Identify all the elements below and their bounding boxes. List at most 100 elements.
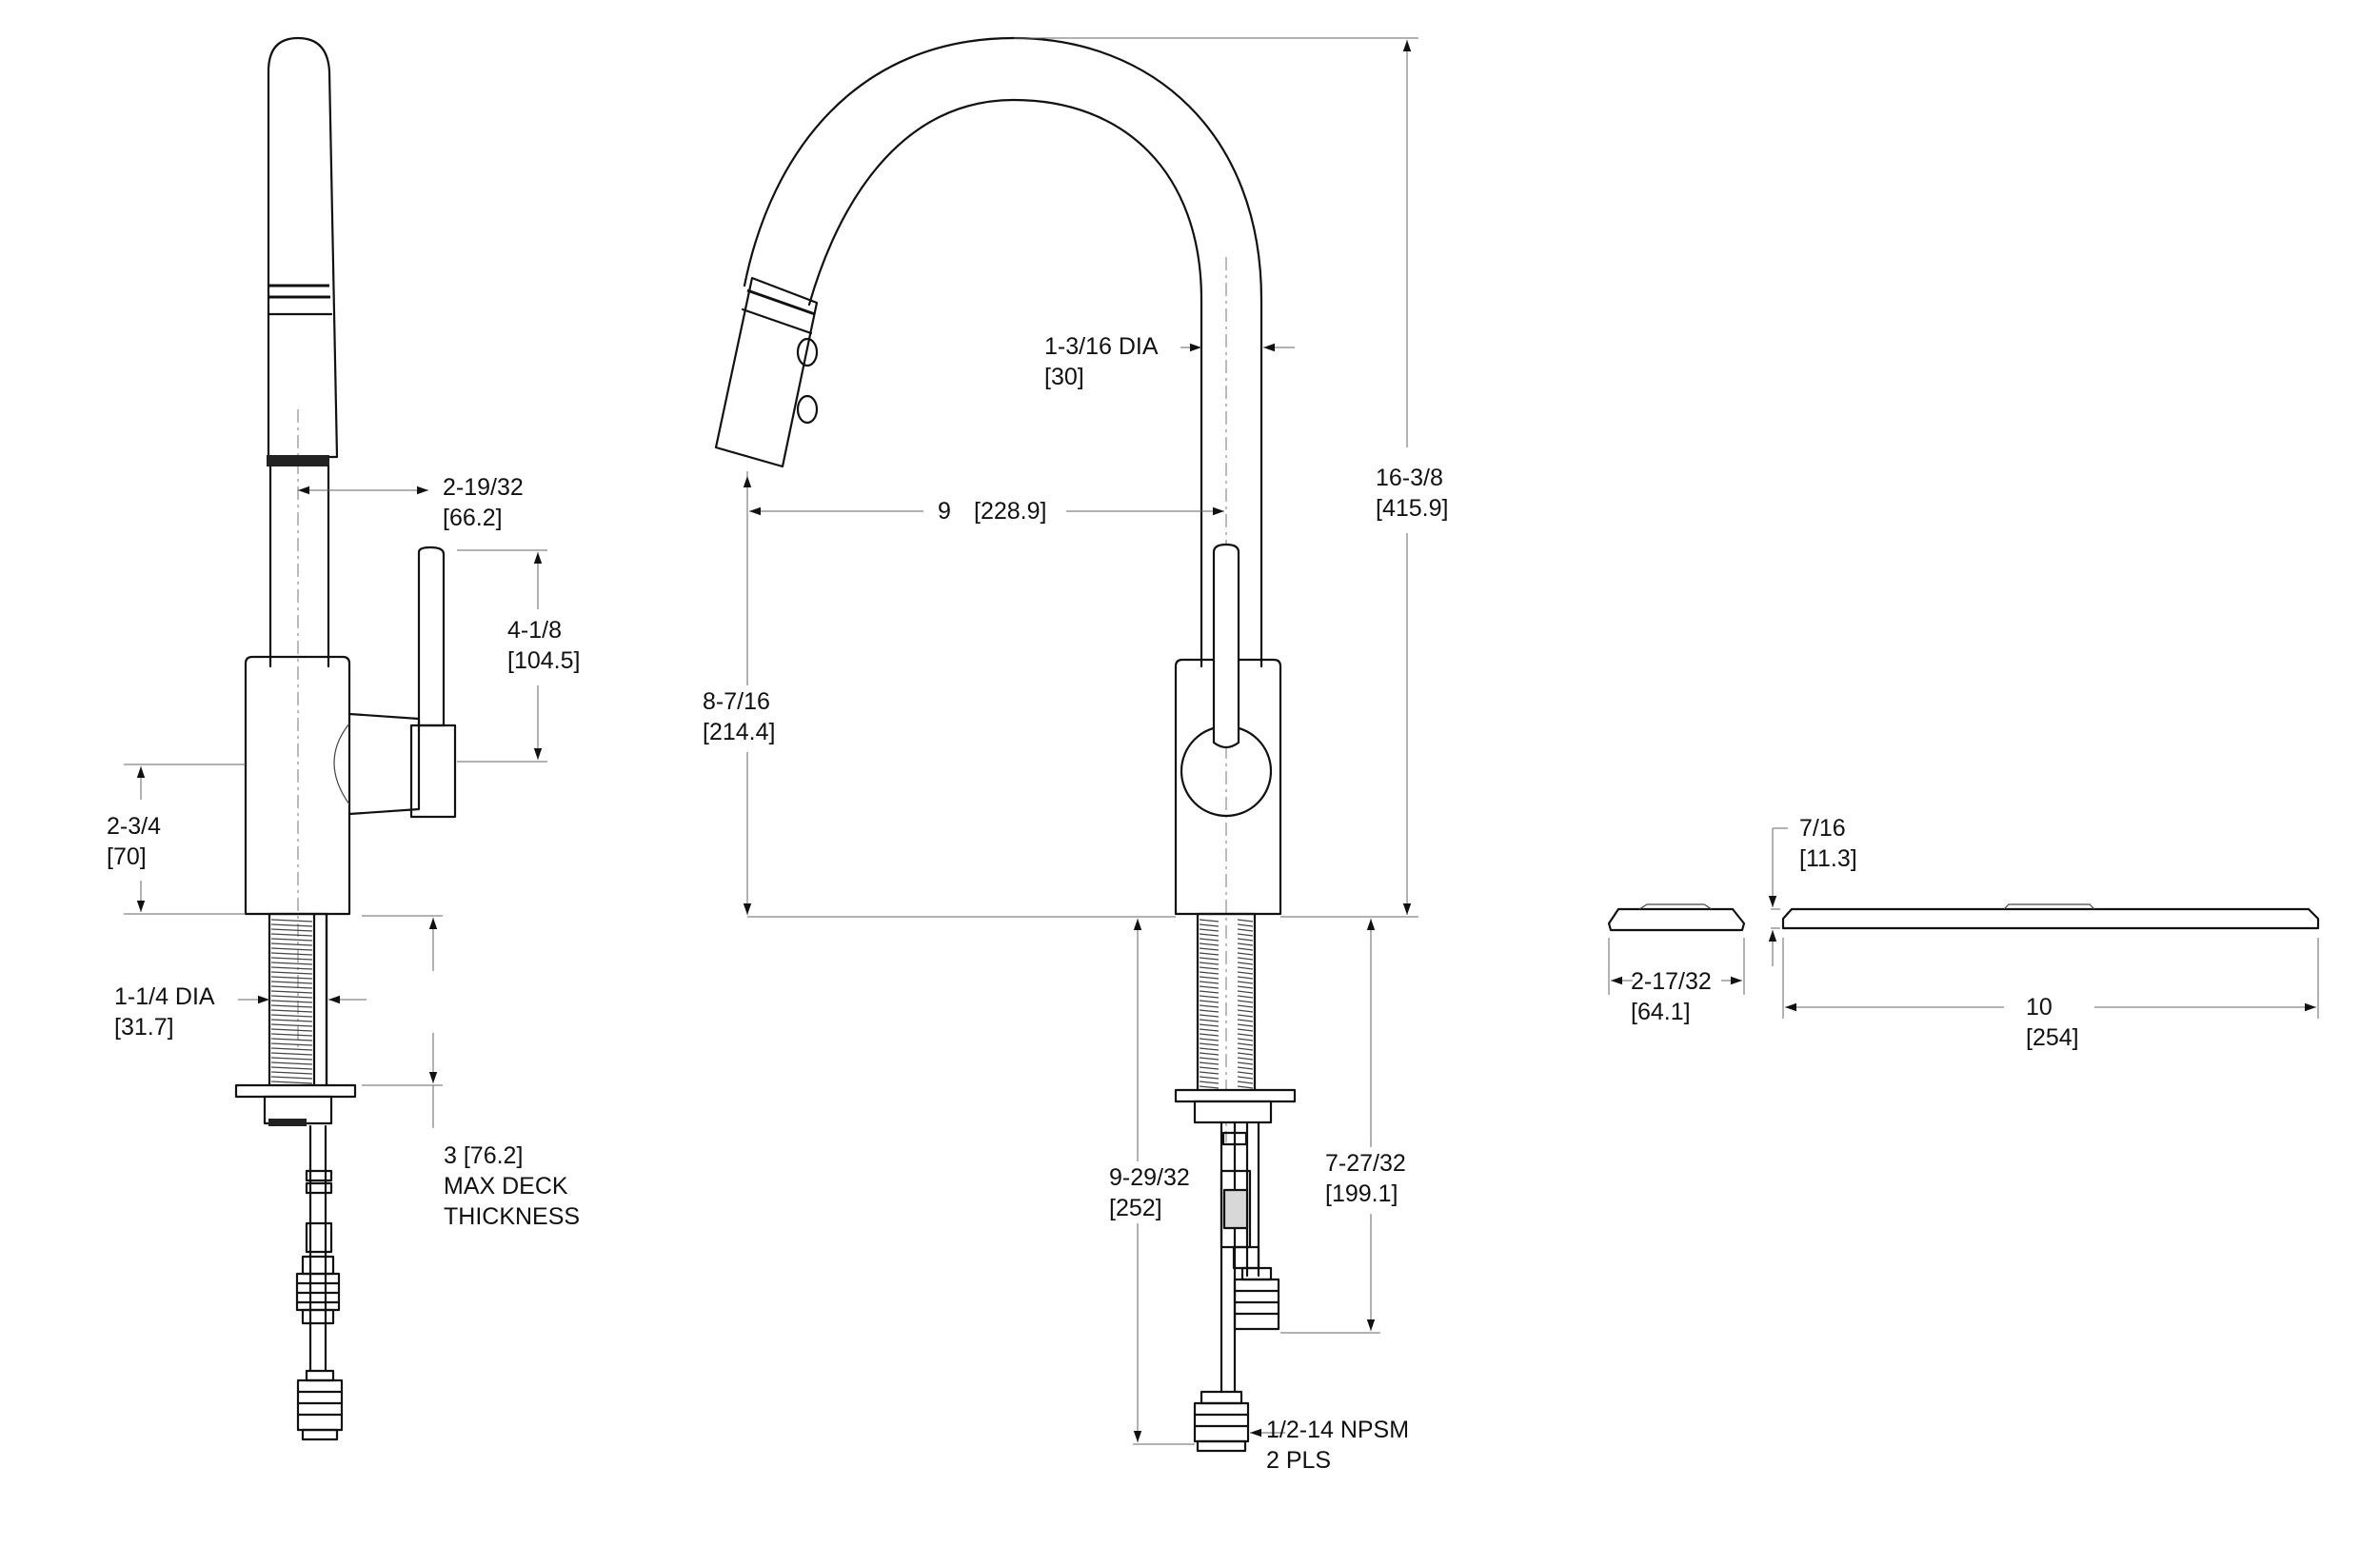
dim-supply-length: 7-27/32 [199.1]: [1280, 919, 1406, 1334]
thread-line: [1199, 1038, 1220, 1041]
front-quick-connect-bottom: [1193, 1390, 1250, 1453]
thread-line: [1237, 952, 1254, 956]
thread-line: [1199, 1028, 1220, 1032]
thread-line: [270, 1000, 313, 1003]
thread-line: [1199, 947, 1220, 951]
spout-dia-metric: [30]: [1044, 364, 1084, 390]
thread-line: [270, 976, 313, 980]
thread-line: [1199, 971, 1220, 975]
side-hose-clips: [305, 1169, 333, 1254]
deck-thickness-line1: 3 [76.2]: [444, 1142, 523, 1169]
thread-line: [270, 1052, 313, 1056]
thread-line: [270, 1047, 313, 1051]
side-hose-a: [308, 1124, 327, 1373]
thread-line: [1237, 966, 1254, 970]
thread-line: [1199, 952, 1220, 956]
thread-line: [1237, 981, 1254, 984]
deckplate: [1781, 907, 2320, 930]
thread-line: [270, 1023, 313, 1027]
hose-length-metric: [252]: [1109, 1195, 1162, 1221]
thread-line: [270, 1066, 313, 1070]
escutcheon-view: 2-17/32 [64.1] 7/16 [11.3] 10 [254]: [1607, 815, 2320, 1051]
thread-line: [270, 1071, 313, 1075]
thread-line: [1237, 928, 1254, 932]
thread-line: [1237, 1076, 1254, 1080]
thread-line: [270, 985, 313, 989]
connection-line2: 2 PLS: [1266, 1447, 1331, 1474]
side-quick-connect-upper: [295, 1255, 341, 1325]
thread-line: [1199, 928, 1220, 932]
thread-line: [1237, 971, 1254, 975]
thread-line: [1199, 942, 1220, 946]
thread-line: [270, 933, 313, 937]
thread-line: [1237, 1019, 1254, 1022]
thread-line: [1237, 1028, 1254, 1032]
spray-offset-imperial: 2-19/32: [443, 474, 524, 501]
front-spray-band: [746, 288, 816, 316]
thread-line: [270, 995, 313, 999]
spout-clearance-metric: [214.4]: [703, 719, 775, 745]
front-view: 1-3/16 DIA [30] 9 [228.9] 16-3/8 [415.9]…: [703, 36, 1448, 1474]
dim-overall-height: 16-3/8 [415.9]: [1014, 37, 1448, 918]
thread-line: [1199, 1066, 1220, 1070]
thread-line: [1237, 957, 1254, 961]
thread-line: [1237, 938, 1254, 942]
thread-line: [1199, 976, 1220, 980]
base-dia-imperial: 2-17/32: [1631, 968, 1712, 995]
reach-metric: [228.9]: [974, 498, 1046, 525]
dim-spout-dia: 1-3/16 DIA [30]: [1044, 333, 1295, 390]
thread-line: [1199, 966, 1220, 970]
body-height-metric: [70]: [107, 843, 147, 870]
thread-line: [1199, 919, 1220, 922]
thread-line: [1199, 1042, 1220, 1046]
side-view: 2-19/32 [66.2] 4-1/8 [104.5] 2-3/4 [70] …: [107, 36, 580, 1441]
dim-reach: 9 [228.9]: [746, 471, 1224, 533]
thread-line: [1237, 919, 1254, 922]
thread-line: [1237, 923, 1254, 927]
thread-line: [1237, 1085, 1254, 1089]
thread-line: [1199, 1052, 1220, 1056]
front-hose-secondary: [1245, 1121, 1260, 1278]
thread-line: [1237, 1071, 1254, 1075]
thread-line: [1199, 957, 1220, 961]
spray-offset-metric: [66.2]: [443, 505, 503, 531]
dim-handle-height: 4-1/8 [104.5]: [457, 549, 580, 763]
side-supply-tube: [312, 912, 328, 1092]
front-body: [1174, 658, 1282, 916]
handle-height-imperial: 4-1/8: [507, 617, 562, 644]
hose-length-imperial: 9-29/32: [1109, 1164, 1190, 1191]
thread-line: [270, 990, 313, 994]
supply-length-metric: [199.1]: [1325, 1180, 1398, 1207]
dim-spout-clearance: 8-7/16 [214.4]: [703, 476, 1176, 918]
thread-line: [1237, 962, 1254, 965]
thread-line: [270, 971, 313, 975]
thread-line: [1237, 1047, 1254, 1051]
thread-line: [270, 1038, 313, 1041]
thread-line: [1237, 933, 1254, 937]
spout-clearance-imperial: 8-7/16: [703, 688, 770, 715]
thread-line: [1199, 1057, 1220, 1061]
side-washer: [234, 1083, 357, 1099]
thread-line: [1199, 990, 1220, 994]
side-aerator: [267, 455, 329, 466]
thread-line: [1237, 1004, 1254, 1008]
thread-line: [1199, 985, 1220, 989]
thread-line: [1199, 1061, 1220, 1065]
dim-body-height: 2-3/4 [70]: [107, 764, 246, 915]
thread-line: [1237, 1023, 1254, 1027]
side-handle-lever: [417, 545, 446, 727]
thread-line: [1237, 985, 1254, 989]
thread-line: [1237, 1033, 1254, 1037]
dim-deck-thickness: 3 [76.2] MAX DECK THICKNESS: [362, 915, 580, 1230]
deck-thickness-line3: THICKNESS: [444, 1203, 580, 1230]
thread-line: [1199, 1009, 1220, 1013]
deck-thickness-line2: MAX DECK: [444, 1173, 568, 1200]
overall-height-imperial: 16-3/8: [1376, 465, 1443, 491]
front-washer: [1174, 1088, 1297, 1103]
side-hub-curve: [333, 723, 350, 805]
thread-line: [1199, 995, 1220, 999]
thread-line: [1237, 1009, 1254, 1013]
thread-line: [1199, 1019, 1220, 1022]
escutcheon-base-top: [1638, 903, 1713, 910]
thread-line: [1199, 1047, 1220, 1051]
